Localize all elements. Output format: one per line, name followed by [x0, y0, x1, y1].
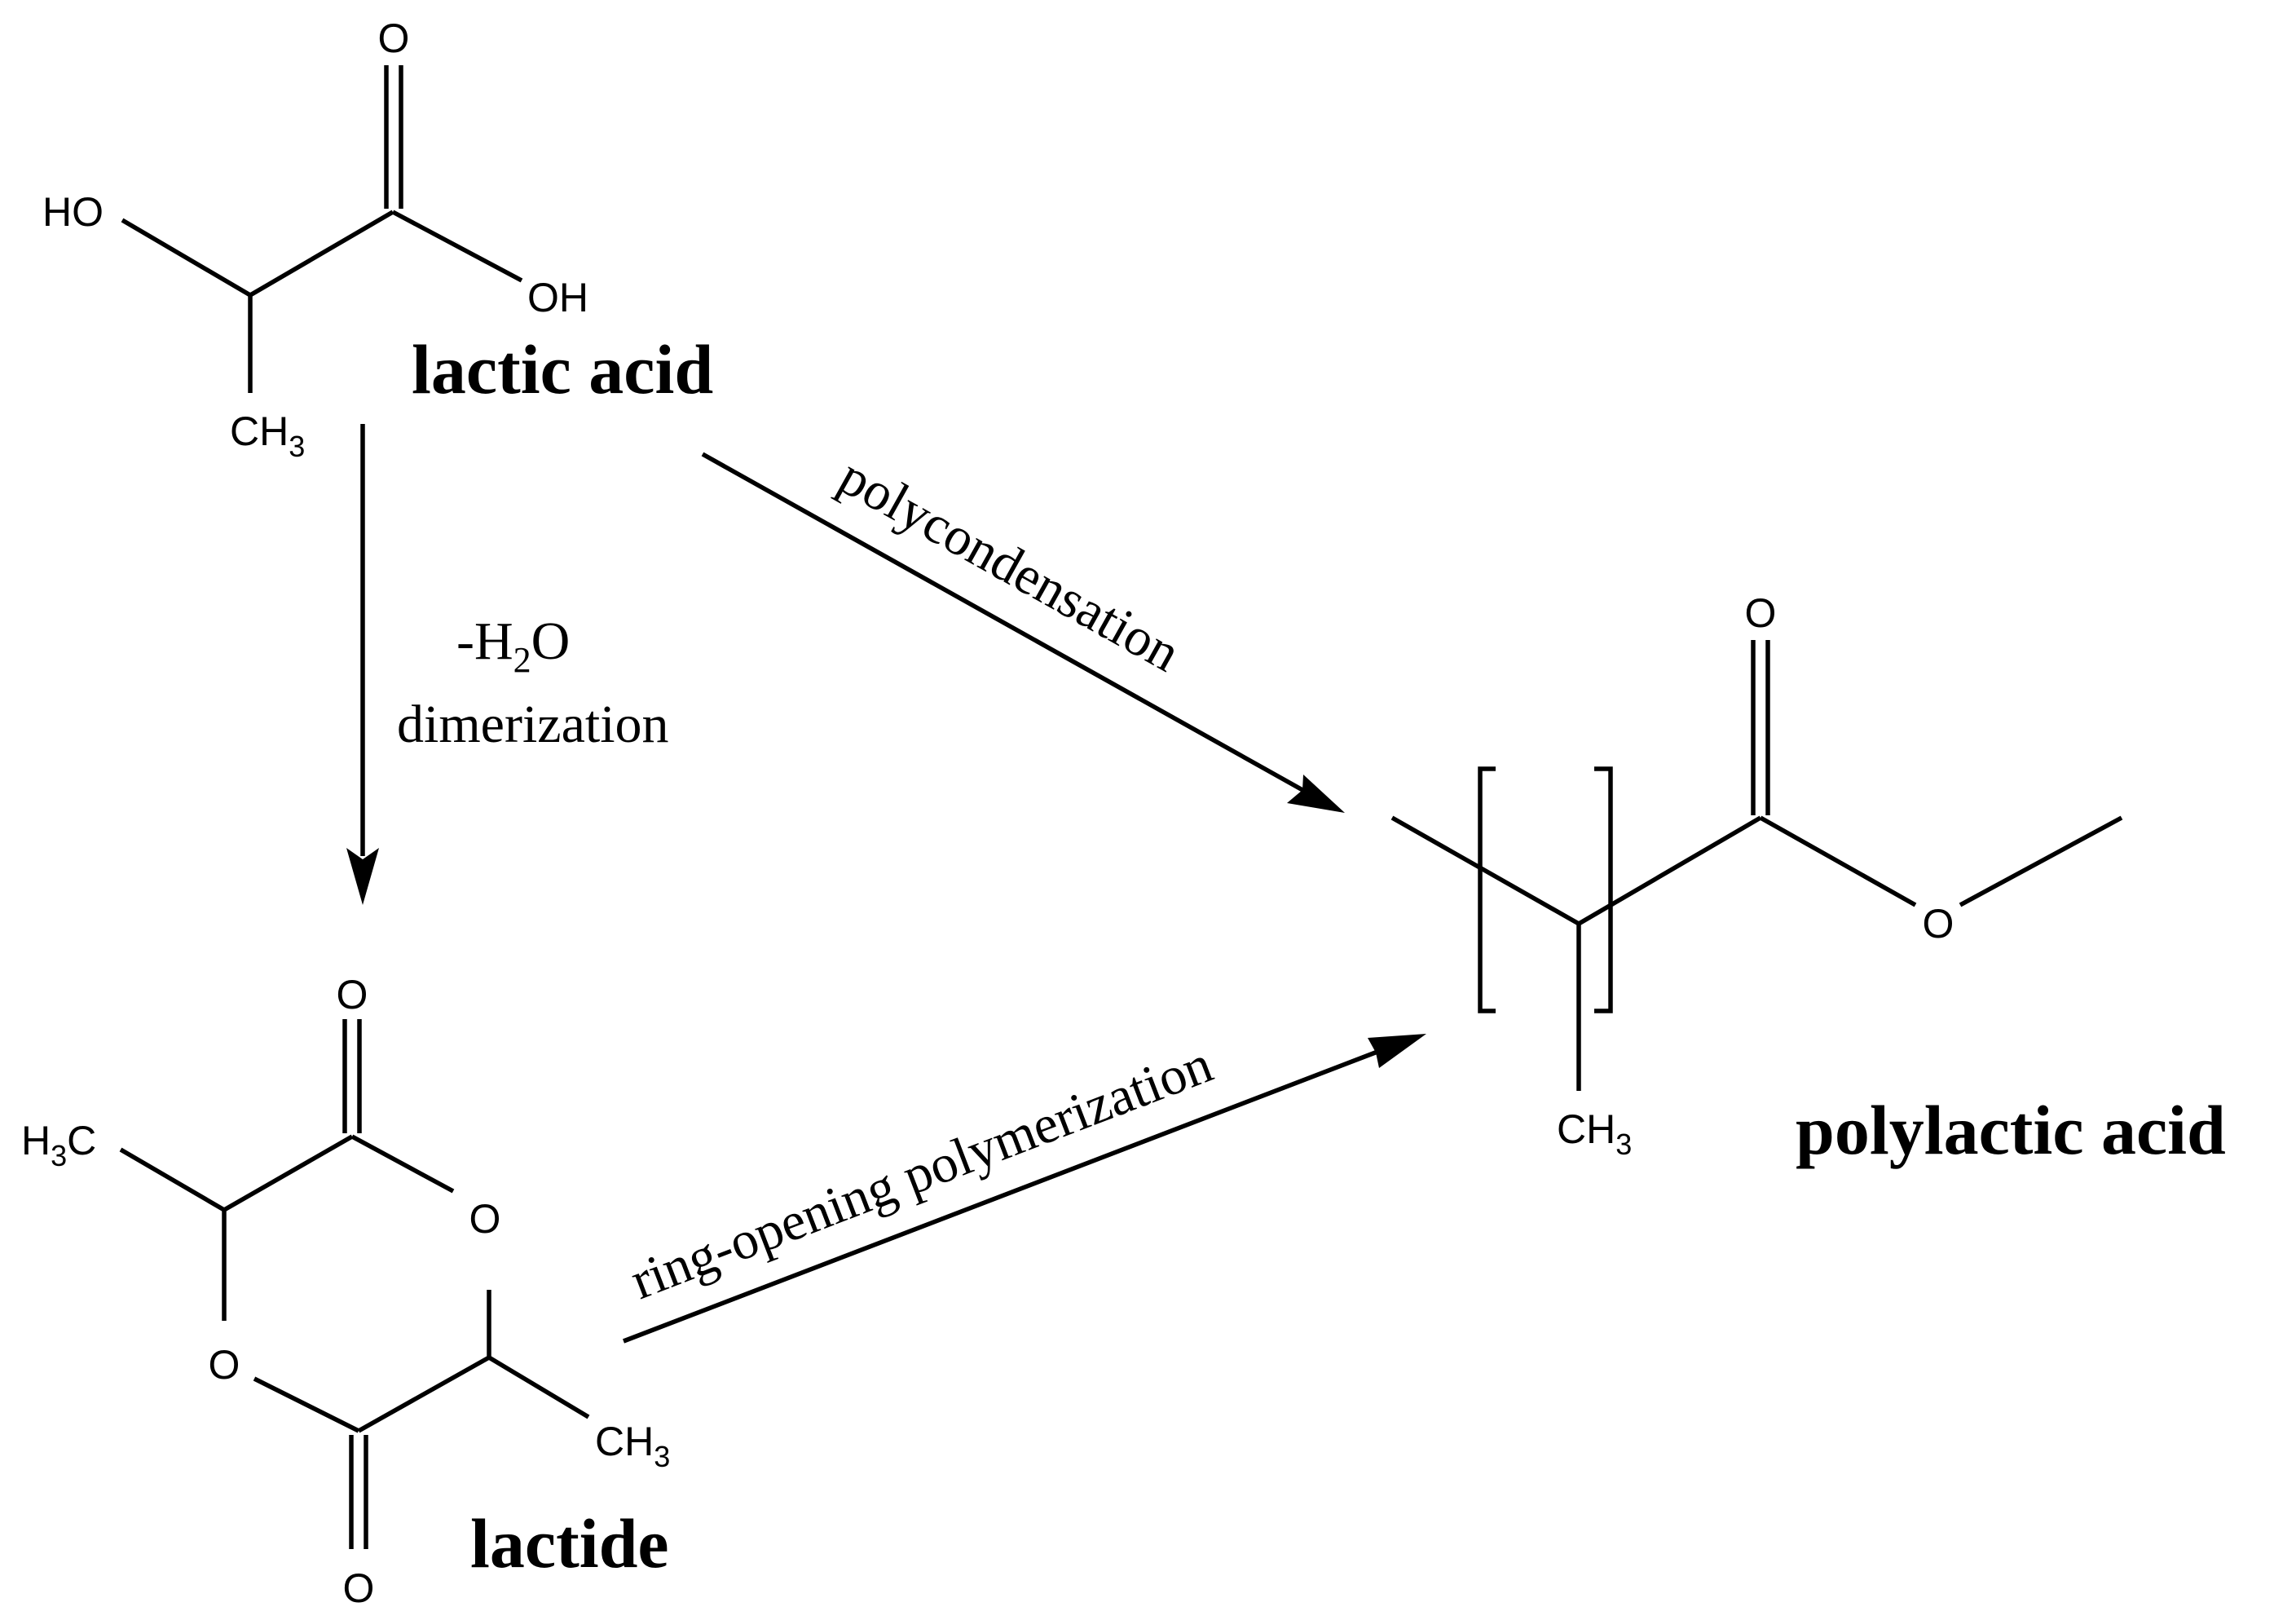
dimerization-arrow-head — [346, 848, 379, 905]
lactide-bond-left-methyl — [119, 1147, 226, 1212]
ring-opening-arrow-shaft — [623, 1049, 1378, 1344]
lactic-acid-bond-c-cooh — [249, 210, 394, 298]
lactide-bond-right-methyl — [487, 1355, 590, 1419]
polycondensation-arrow — [701, 452, 1345, 813]
polymer-bond-left-continuation — [1390, 815, 1580, 926]
polymer-atom-ester-o: O — [1923, 901, 1954, 947]
lactic-acid-structure: O HO OH CH3 lactic acid — [42, 15, 713, 463]
lactide-atom-methyl-right: CH3 — [595, 1419, 670, 1473]
lactic-acid-bond-ho-c — [121, 218, 252, 298]
polymer-atom-carbonyl-o: O — [1745, 590, 1777, 636]
lactide-bond-ring-5 — [253, 1376, 360, 1433]
polylactic-acid-name: polylactic acid — [1796, 1091, 2226, 1169]
polymer-atom-methyl: CH3 — [1557, 1106, 1632, 1161]
lactide-bond-ring-2 — [350, 1134, 455, 1194]
ring-opening-label: ring-opening polymerization — [623, 1035, 1220, 1311]
dimerization-condition-label: dimerization — [397, 695, 669, 754]
lactic-acid-atom-methyl: CH3 — [230, 408, 305, 463]
lactic-acid-atom-hydroxyl-left: HO — [42, 189, 104, 235]
lactide-bond-ring-4 — [357, 1355, 491, 1433]
lactic-acid-bond-c-oh — [391, 210, 523, 283]
lactide-atom-ring-o-right: O — [469, 1196, 501, 1242]
ring-opening-arrow — [623, 1034, 1426, 1344]
polymer-bond-o-right-continuation — [1959, 815, 2123, 907]
polymer-bond-carbonyl-o — [1759, 815, 1917, 907]
lactide-atom-top-o: O — [337, 972, 368, 1017]
lactide-bond-ring-1 — [223, 1134, 354, 1212]
lactide-structure: O O O O H3C CH3 lactide — [21, 972, 670, 1611]
polymer-bracket-left — [1478, 766, 1496, 1013]
lactide-name: lactide — [470, 1504, 669, 1582]
lactide-atom-methyl-left: H3C — [21, 1118, 96, 1172]
lactide-atom-bottom-o: O — [343, 1565, 375, 1611]
polymer-bond-c-carbonyl — [1577, 815, 1762, 926]
polymer-bracket-right — [1594, 766, 1613, 1013]
lactic-acid-name: lactic acid — [412, 330, 713, 408]
dimerization-condition-water: -H2O — [456, 611, 570, 680]
polycondensation-label: polycondensation — [830, 446, 1190, 683]
lactic-acid-atom-hydroxyl-right: OH — [527, 275, 588, 320]
ring-opening-arrow-head — [1368, 1034, 1426, 1068]
dimerization-arrow — [346, 424, 379, 905]
lactic-acid-atom-carbonyl-o: O — [378, 15, 410, 61]
lactide-atom-ring-o-left: O — [209, 1342, 240, 1388]
polylactic-acid-structure: O O CH3 polylactic acid — [1390, 590, 2226, 1169]
polycondensation-arrow-shaft — [701, 452, 1306, 793]
polycondensation-arrow-head — [1287, 775, 1345, 813]
